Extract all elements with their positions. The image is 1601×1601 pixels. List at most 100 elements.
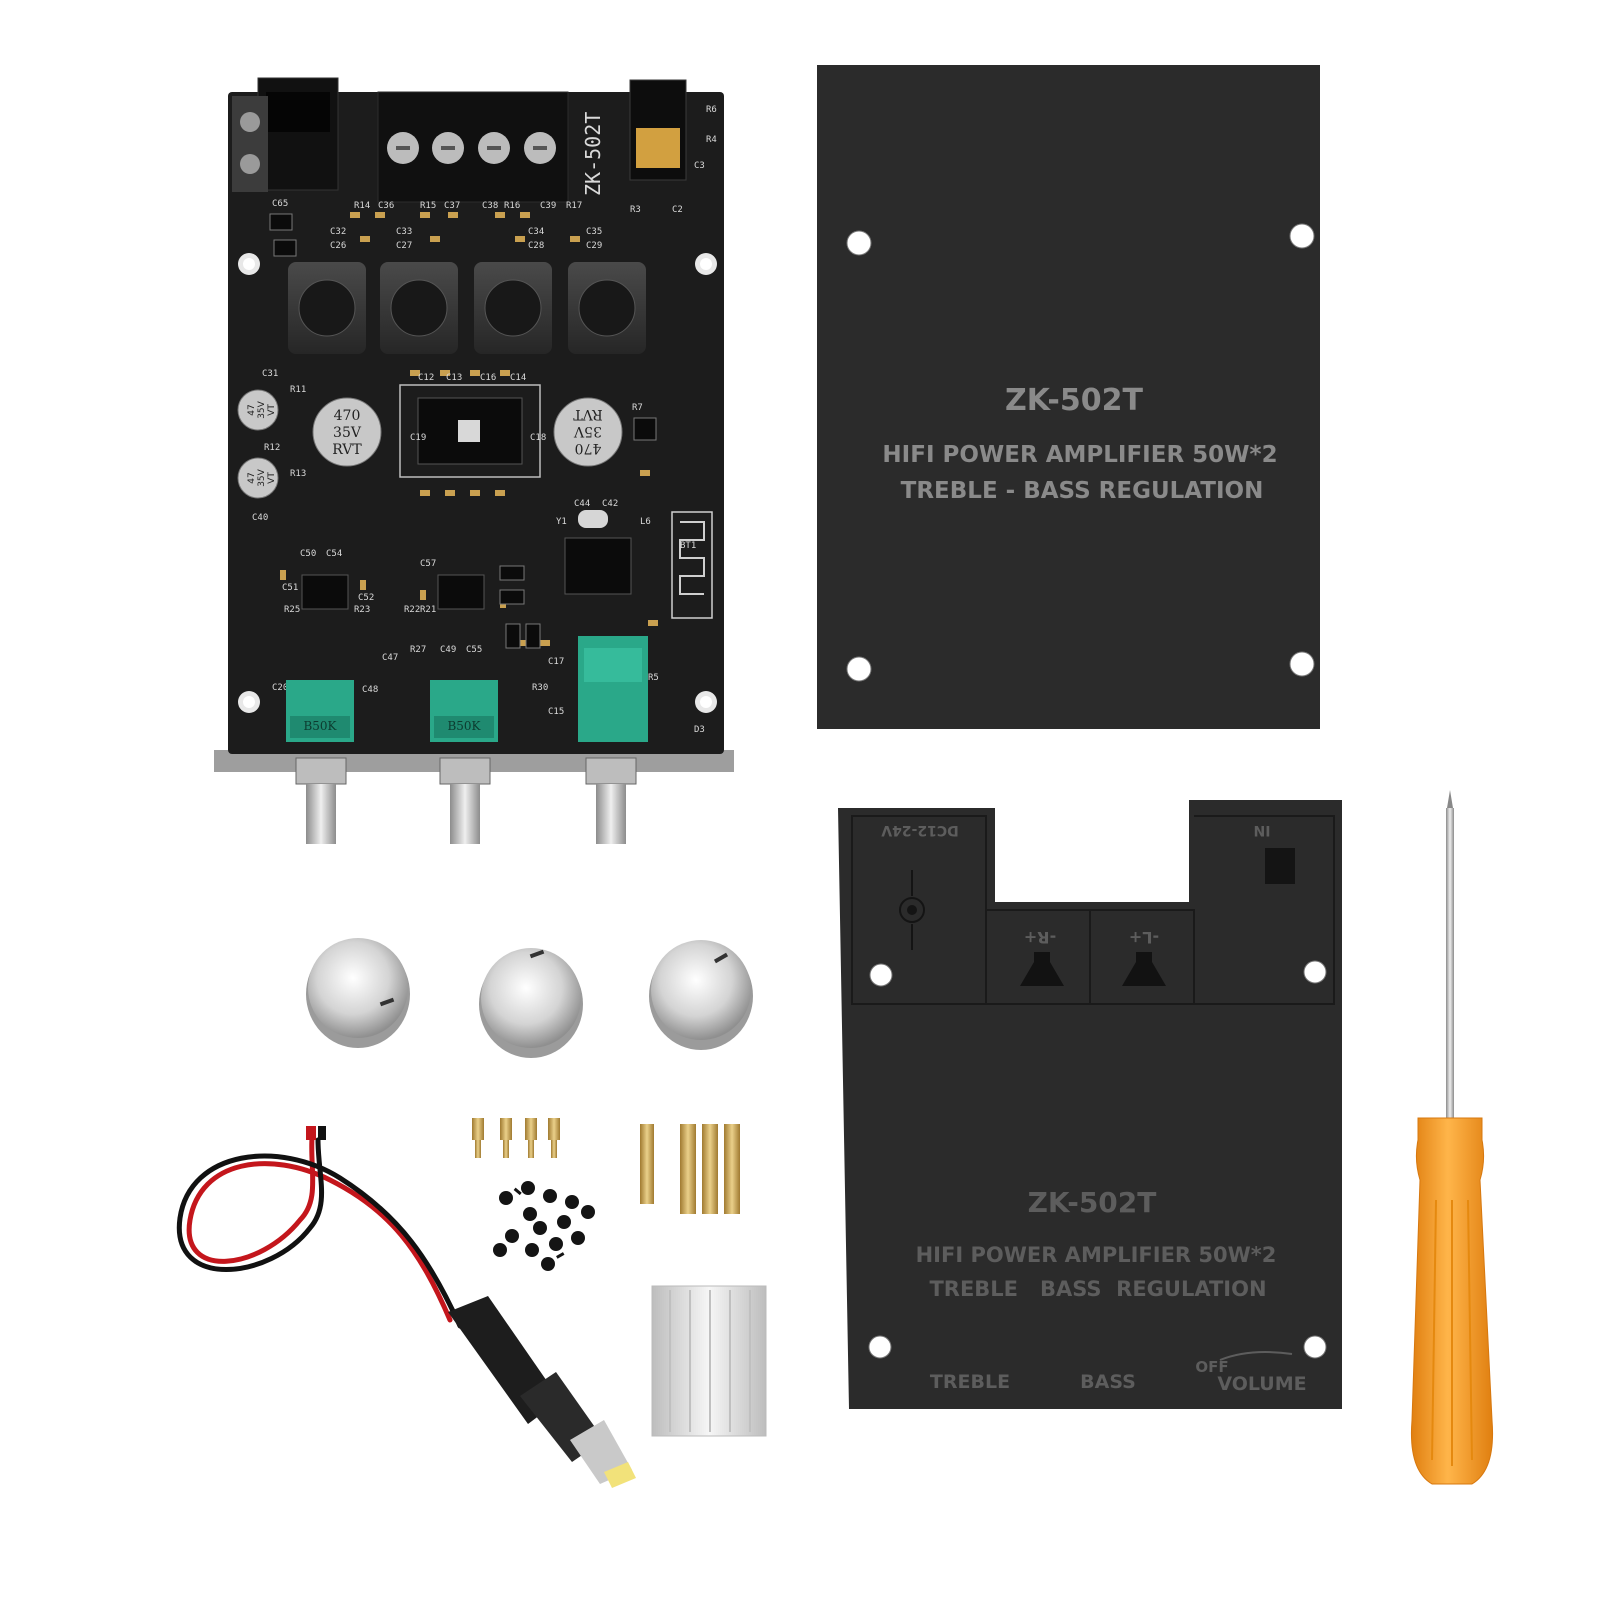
- svg-text:C48: C48: [362, 685, 378, 695]
- heatsink: [651, 1285, 767, 1437]
- power-terminal: [232, 96, 268, 192]
- dc-jack-icon: [899, 870, 925, 950]
- svg-text:C36: C36: [378, 201, 394, 211]
- svg-text:C15: C15: [548, 707, 564, 717]
- bottom-panel-plate: [838, 800, 1342, 1409]
- svg-text:C55: C55: [466, 645, 482, 655]
- chip-outline: [399, 384, 541, 478]
- svg-text:R4: R4: [706, 135, 717, 145]
- svg-text:C40: C40: [252, 513, 268, 523]
- svg-text:C37: C37: [444, 201, 460, 211]
- svg-text:C33: C33: [396, 227, 412, 237]
- svg-text:C19: C19: [410, 433, 426, 443]
- bottom-panel-volume: VOLUME: [1217, 1373, 1306, 1395]
- speaker-icons: [1020, 952, 1166, 986]
- potentiometer-bass: B50K: [430, 680, 498, 742]
- svg-text:C49: C49: [440, 645, 456, 655]
- svg-text:470: 470: [575, 440, 602, 456]
- top-panel-line1: HIFI POWER AMPLIFIER 50W*2: [882, 442, 1277, 468]
- smd-ics: [269, 213, 657, 649]
- svg-text:VT: VT: [267, 472, 277, 484]
- svg-text:470: 470: [334, 408, 361, 424]
- knob-caps: [306, 938, 753, 1058]
- bottom-panel: DC12-24V IN -R+ -L+ ZK-502T HIFI POWER A…: [838, 800, 1342, 1409]
- svg-text:L6: L6: [640, 517, 651, 527]
- bottom-panel-speaker-left: -L+: [1129, 928, 1159, 947]
- svg-text:C2: C2: [672, 205, 683, 215]
- potentiometer-treble: B50K: [286, 680, 354, 742]
- crystal: [578, 510, 608, 528]
- opamp-1: [301, 574, 349, 610]
- power-cable: [176, 1126, 463, 1329]
- svg-text:C12: C12: [418, 373, 434, 383]
- svg-text:R16: R16: [504, 201, 520, 211]
- smd-components: [280, 212, 658, 646]
- svg-text:C31: C31: [262, 369, 278, 379]
- silkscreen-labels: C65 R14 C36 R15 C37 C38 R16 C39 R17 C32 …: [252, 105, 717, 735]
- svg-text:R5: R5: [648, 673, 659, 683]
- bottom-panel-off: OFF: [1195, 1358, 1228, 1376]
- svg-text:C42: C42: [602, 499, 618, 509]
- antenna: [671, 511, 713, 619]
- terminal-screws: [387, 132, 556, 164]
- svg-text:C14: C14: [510, 373, 526, 383]
- svg-text:C17: C17: [548, 657, 564, 667]
- bottom-panel-treble: TREBLE: [930, 1371, 1010, 1393]
- svg-text:C52: C52: [358, 593, 374, 603]
- svg-text:R11: R11: [290, 385, 306, 395]
- inductors: [288, 262, 646, 354]
- svg-text:R7: R7: [632, 403, 643, 413]
- svg-text:R14: R14: [354, 201, 370, 211]
- svg-text:Y1: Y1: [556, 517, 567, 527]
- bottom-panel-dc-label: DC12-24V: [881, 822, 959, 838]
- svg-text:RVT: RVT: [573, 406, 603, 422]
- svg-text:C16: C16: [480, 373, 496, 383]
- bottom-panel-in-label: IN: [1254, 822, 1271, 838]
- svg-text:C29: C29: [586, 241, 602, 251]
- bottom-panel-bass: BASS: [1080, 1371, 1136, 1393]
- svg-text:R30: R30: [532, 683, 548, 693]
- bluetooth-window: [1265, 848, 1295, 884]
- svg-text:R23: R23: [354, 605, 370, 615]
- svg-text:R13: R13: [290, 469, 306, 479]
- screws: [493, 1181, 595, 1271]
- bottom-panel-speaker-right: -R+: [1024, 928, 1056, 947]
- svg-text:C3: C3: [694, 161, 705, 171]
- bluetooth-chip: [564, 537, 632, 595]
- svg-text:C32: C32: [330, 227, 346, 237]
- svg-text:C51: C51: [282, 583, 298, 593]
- knob-cap-3: [649, 940, 753, 1050]
- svg-text:B50K: B50K: [303, 719, 337, 733]
- svg-text:C38: C38: [482, 201, 498, 211]
- svg-text:B50K: B50K: [447, 719, 481, 733]
- pot-shafts: [295, 757, 637, 844]
- svg-text:D3: D3: [694, 725, 705, 735]
- bottom-panel-model: ZK-502T: [1028, 1186, 1157, 1219]
- svg-text:R3: R3: [630, 205, 641, 215]
- pcb-model-label: ZK-502T: [581, 112, 605, 196]
- svg-text:R17: R17: [566, 201, 582, 211]
- bottom-panel-line1: HIFI POWER AMPLIFIER 50W*2: [916, 1243, 1277, 1267]
- svg-text:RVT: RVT: [332, 442, 362, 458]
- svg-text:35V: 35V: [573, 423, 602, 439]
- bottom-panel-line2: TREBLE BASS REGULATION: [929, 1277, 1266, 1301]
- capacitors-small: 47 35V VT 47 35V VT: [237, 389, 279, 499]
- svg-text:35V: 35V: [333, 425, 362, 441]
- svg-text:35V: 35V: [257, 400, 267, 418]
- knob-cap-2: [479, 948, 583, 1058]
- svg-text:R15: R15: [420, 201, 436, 211]
- top-panel: ZK-502T HIFI POWER AMPLIFIER 50W*2 TREBL…: [817, 65, 1320, 729]
- capacitor-left: 470 35V RVT: [312, 397, 382, 467]
- svg-text:C13: C13: [446, 373, 462, 383]
- svg-text:C18: C18: [530, 433, 546, 443]
- capacitor-right: 470 35V RVT: [553, 397, 623, 467]
- svg-text:35V: 35V: [257, 468, 267, 486]
- svg-text:VT: VT: [267, 404, 277, 416]
- svg-text:R21: R21: [420, 605, 436, 615]
- svg-text:C35: C35: [586, 227, 602, 237]
- opamp-2: [437, 574, 485, 610]
- svg-text:47: 47: [247, 404, 257, 415]
- brass-standoffs-long: [640, 1124, 740, 1214]
- svg-text:R6: R6: [706, 105, 717, 115]
